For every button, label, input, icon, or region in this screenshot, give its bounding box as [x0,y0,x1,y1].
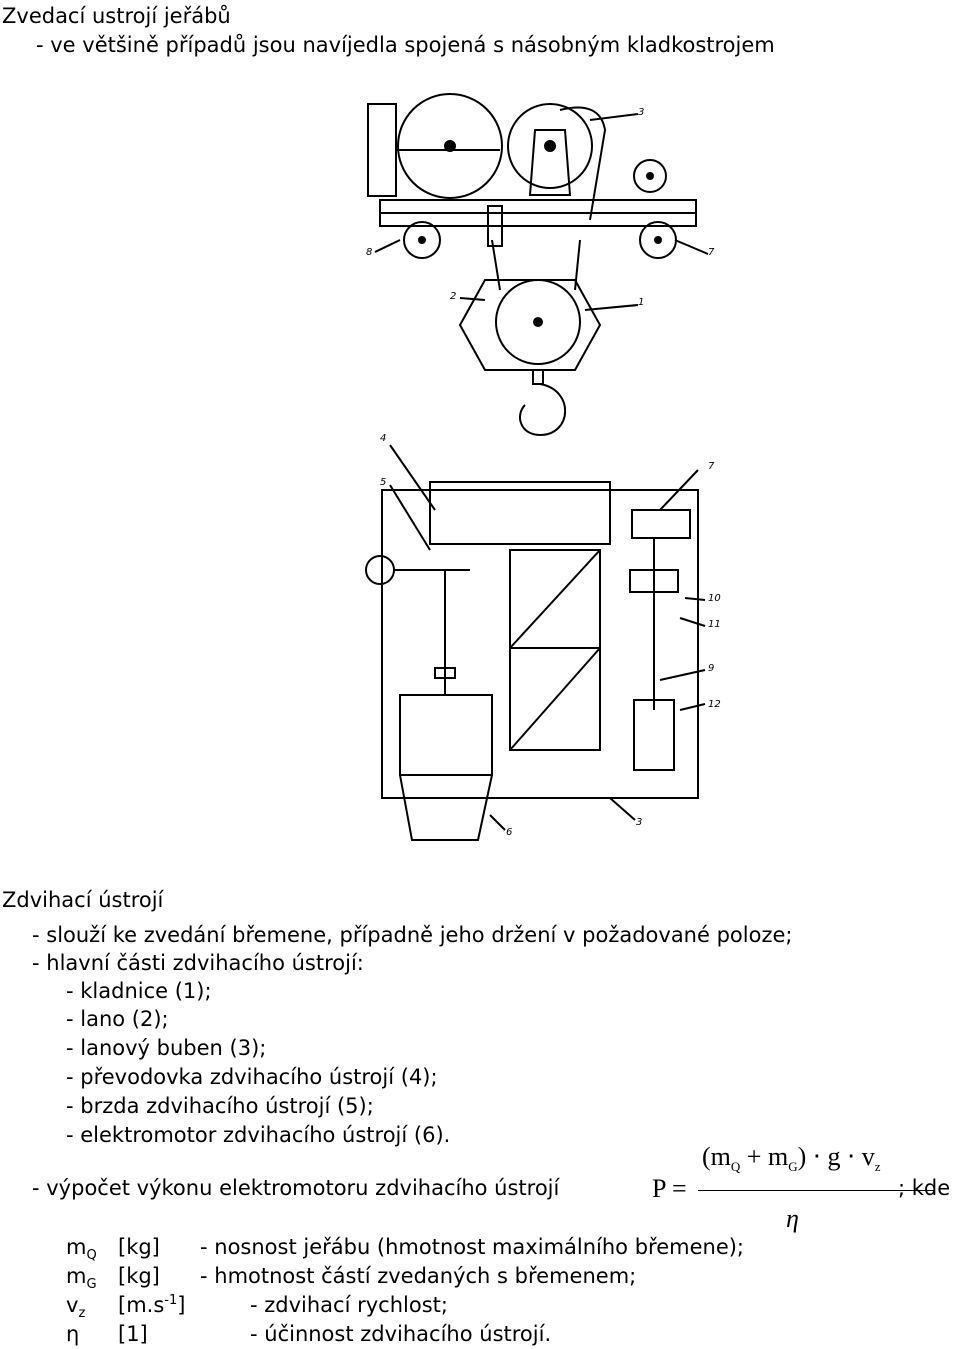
outer-frame [381,489,699,799]
var-mq-desc: - nosnost jeřábu (hmotnost maximálního b… [200,1235,745,1259]
hoist-side-view-drawing [367,93,709,437]
formula-numerator: (mQ + mG) ⋅ g ⋅ vz [702,1142,881,1175]
label-2-top: 2 [450,291,457,302]
label-9: 9 [708,663,715,674]
motor-housing [367,103,397,197]
motor-left [399,694,493,776]
label-5: 5 [380,477,387,488]
rope-drum [509,549,601,751]
var-vz-symbol: vz [66,1293,86,1322]
label-11: 11 [708,619,721,630]
formula-suffix: ; kde [898,1176,951,1200]
pulley-circle [507,103,593,189]
brake-wheel [365,555,395,585]
var-mg-unit: [kg] [118,1264,160,1288]
sub-bullet-item: - lanový buben (3); [66,1036,267,1060]
var-eta-desc: - účinnost zdvihacího ústrojí. [250,1322,552,1346]
label-7-bottom: 7 [708,461,715,472]
sub-bullet-item: - lano (2); [66,1007,169,1031]
motor-right [633,699,675,771]
bullet-item: - slouží ke zvedání břemene, případně je… [32,923,793,947]
label-6: 6 [506,827,513,838]
var-vz-desc: - zdvihací rychlost; [250,1293,448,1317]
formula-denominator: η [786,1204,799,1233]
var-vz-unit: [m.s-1] [118,1293,186,1317]
hook-block [458,279,602,371]
label-3-top: 3 [638,107,645,118]
drum-circle [397,93,503,199]
label-8-top: 8 [366,247,373,258]
sub-bullet-item: - brzda zdvihacího ústrojí (5); [66,1094,374,1118]
label-1-top: 1 [638,297,645,308]
hook [519,383,567,437]
page-title: Zvedací ustrojí jeřábů [2,4,231,28]
page-subtitle: - ve většině případů jsou navíjedla spoj… [36,33,775,57]
fraction-line [698,1190,934,1191]
var-eta-unit: [1] [118,1322,148,1346]
var-mq-unit: [kg] [118,1235,160,1259]
label-12: 12 [708,699,721,710]
hoist-top-view-drawing [365,444,706,841]
power-formula: P = (mQ + mG) ⋅ g ⋅ vz η [640,1138,960,1248]
label-10: 10 [708,593,721,604]
sub-bullet-item: - kladnice (1); [66,979,212,1003]
gearbox [429,481,611,545]
var-mg-symbol: mG [66,1264,97,1293]
sub-bullet-item: - převodovka zdvihacího ústrojí (4); [66,1065,438,1089]
bullet-item: - hlavní části zdvihacího ústrojí: [32,951,364,975]
var-mg-desc: - hmotnost částí zvedaných s břemenem; [200,1264,637,1288]
sub-bullet-item: - elektromotor zdvihacího ústrojí (6). [66,1123,451,1147]
formula-lhs: P = [652,1174,687,1203]
label-7-top: 7 [708,247,715,258]
label-4: 4 [380,433,387,444]
power-formula-intro: - výpočet výkonu elektromotoru zdvihacíh… [32,1176,560,1200]
section-title: Zdvihací ústrojí [2,888,164,912]
var-mq-symbol: mQ [66,1235,97,1264]
var-eta-symbol: η [66,1322,80,1346]
label-3-bottom: 3 [636,817,643,828]
